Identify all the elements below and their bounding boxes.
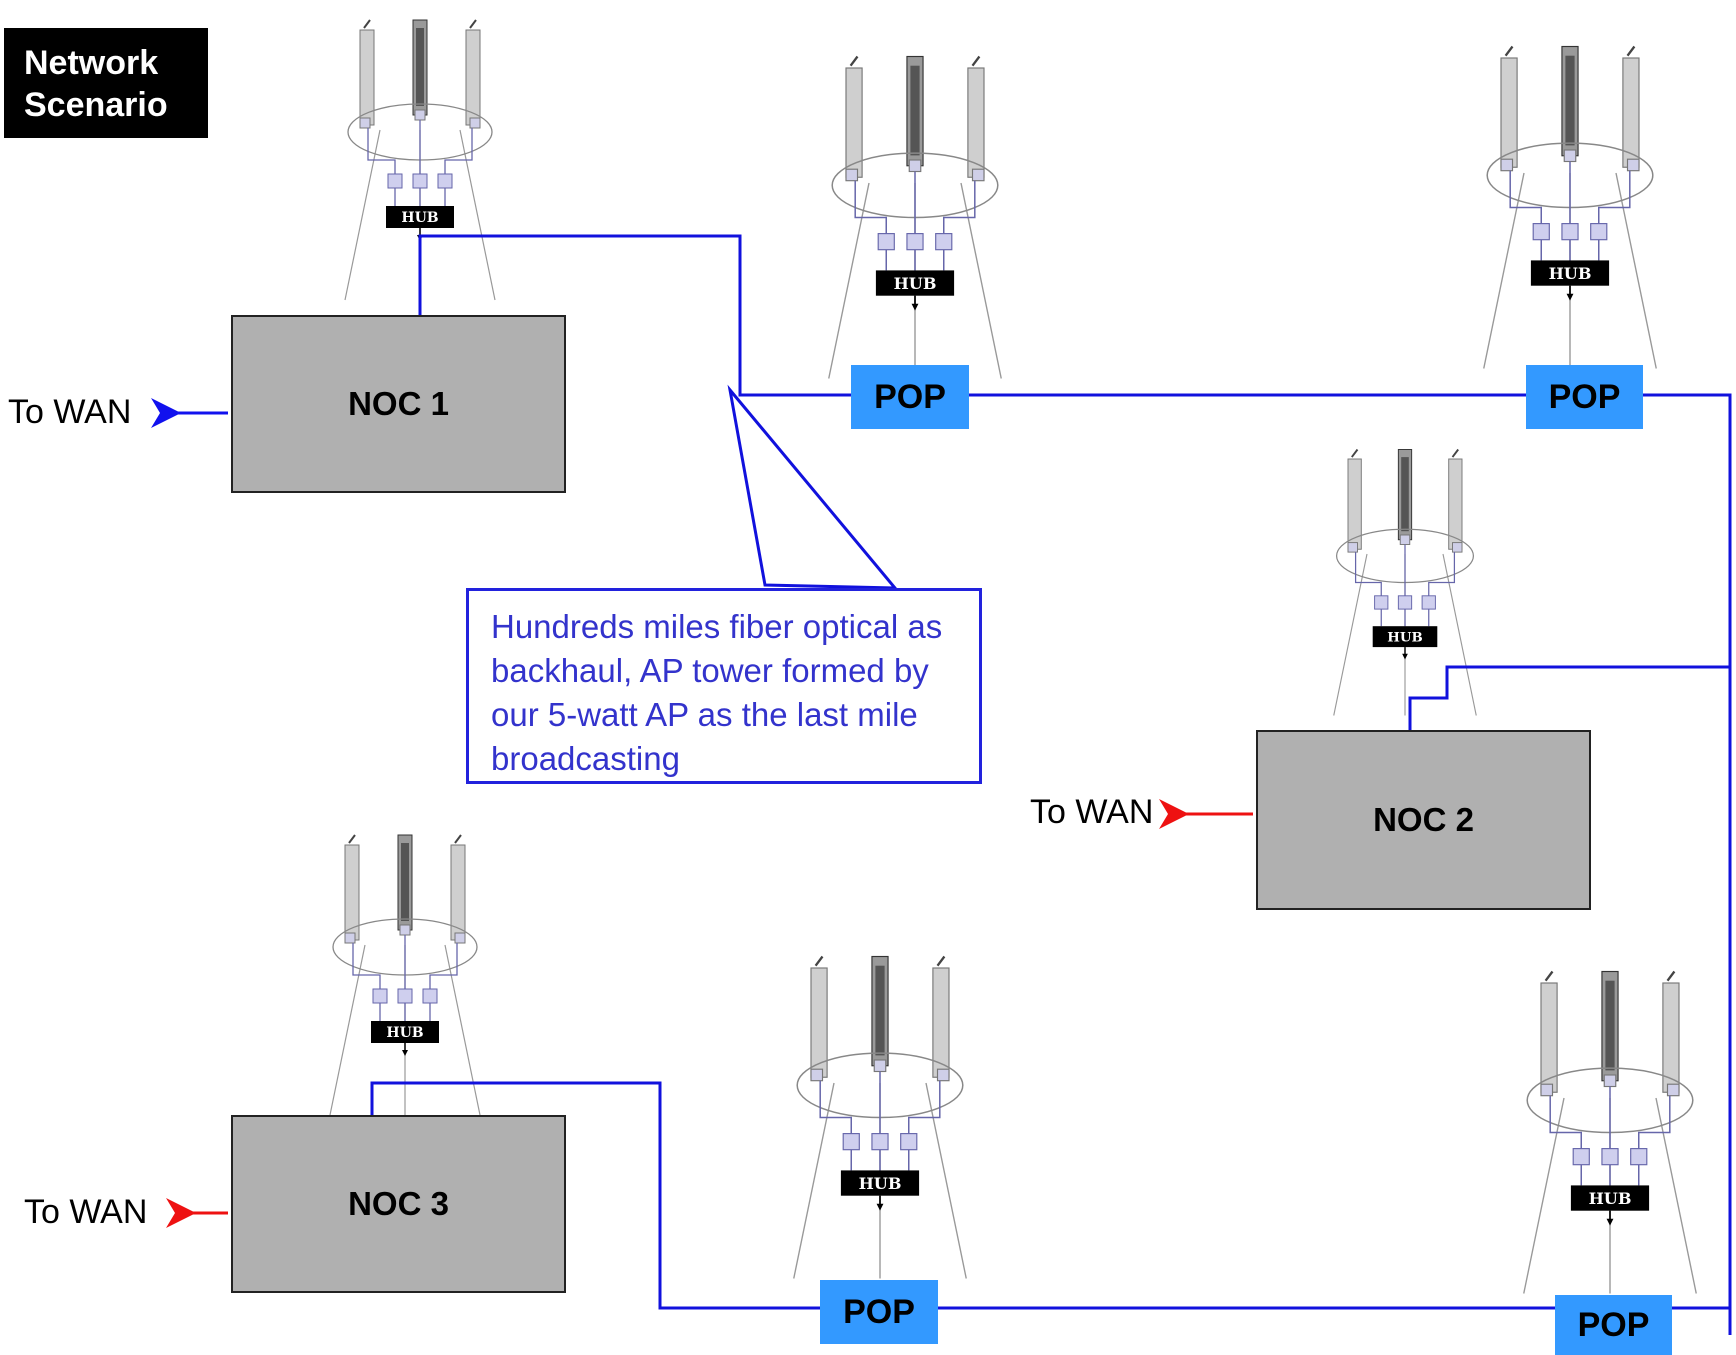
antenna-tower-icon: HUB [1333,448,1477,716]
hub-label: HUB [894,274,937,293]
title-line-1: Network [24,44,159,82]
hub-label: HUB [859,1174,902,1193]
hub-box-icon [875,270,955,296]
hub-label: HUB [401,210,438,226]
fiber-link-noc1 [418,234,1732,1335]
antenna-tower-icon: HUB [1483,45,1657,369]
pop-box-2: POP [1526,365,1643,429]
hub-box-icon [371,1021,439,1043]
antenna-tower-icon: HUB [1523,970,1697,1294]
fiber-link-noc3 [370,1081,1730,1310]
pop-box-3: POP [820,1280,938,1344]
hub-label: HUB [1387,630,1422,645]
wan-label-noc1: To WAN [8,393,132,431]
wan-label-noc2: To WAN [1030,793,1154,831]
fiber-link-noc2 [1408,665,1730,730]
hub-label: HUB [1589,1189,1632,1208]
diagram-title: Network Scenario [4,28,208,138]
hub-label: HUB [386,1025,423,1041]
noc-2-box: NOC 2 [1256,730,1591,910]
pop-box-4: POP [1555,1295,1672,1355]
noc-3-box: NOC 3 [231,1115,566,1293]
noc-1-box: NOC 1 [231,315,566,493]
antenna-tower-icon: HUB [344,19,496,301]
fiber-callout: Hundreds miles fiber optical as backhaul… [466,588,982,784]
antenna-tower-icon: HUB [329,834,481,1116]
title-line-2: Scenario [24,86,168,124]
hub-box-icon [386,206,454,228]
hub-box-icon [840,1170,920,1196]
callout-pointer [727,384,899,590]
hub-box-icon [1530,260,1610,286]
wan-label-noc3: To WAN [24,1193,148,1231]
hub-label: HUB [1549,264,1592,283]
pop-box-1: POP [851,365,969,429]
hub-box-icon [1372,626,1438,648]
hub-box-icon [1570,1185,1650,1211]
antenna-tower-icon: HUB [828,55,1002,379]
antenna-tower-icon: HUB [793,955,967,1279]
